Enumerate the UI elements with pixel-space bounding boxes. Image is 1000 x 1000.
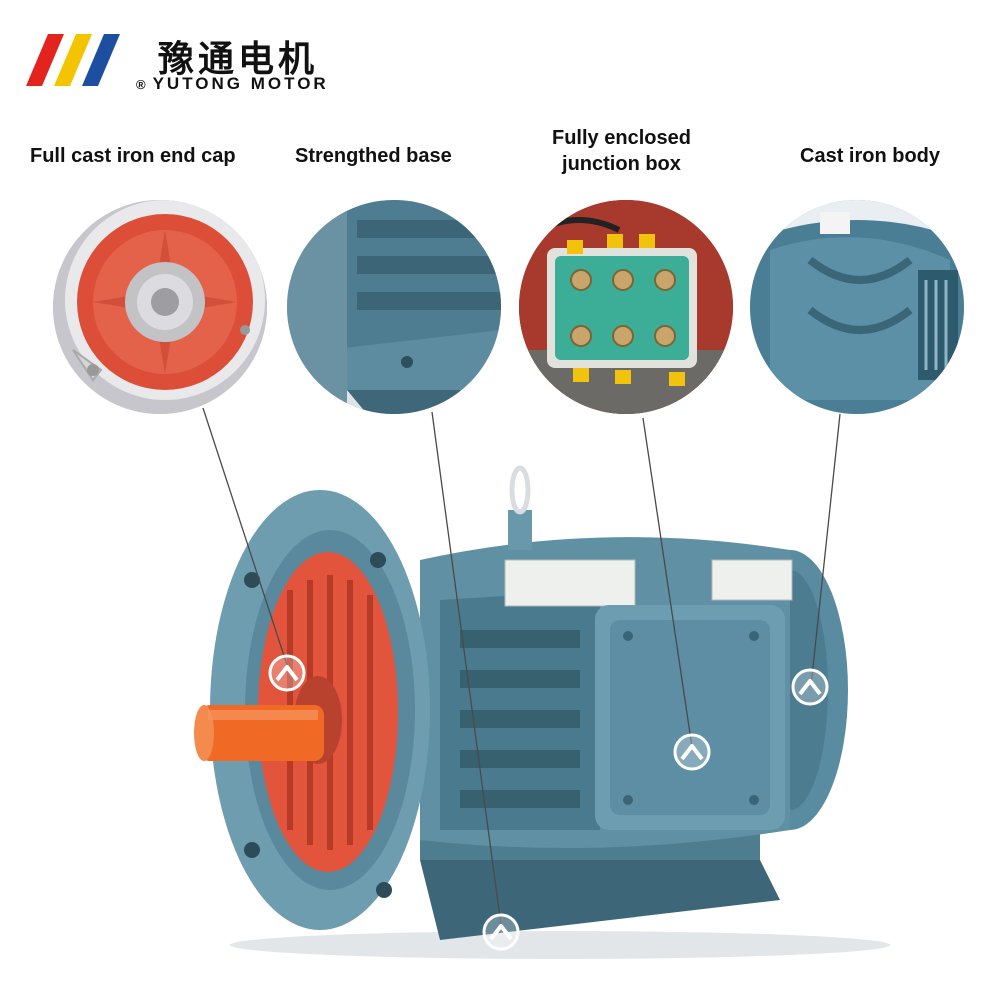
chevron-up-icon[interactable] [481,912,521,952]
chevron-up-icon[interactable] [790,667,830,707]
chevron-up-icon[interactable] [267,653,307,693]
detail-circle-base [287,200,501,414]
registered-mark: ® [136,77,149,92]
junction-box-icon [519,200,733,414]
chevron-up-icon[interactable] [672,732,712,772]
feature-label-junction-box: Fully enclosed junction box [552,125,691,177]
base-icon [287,200,501,414]
end-cap-icon [53,200,267,414]
feature-label-junction-line2: junction box [562,153,681,175]
feature-label-base: Strengthed base [295,145,452,167]
brand-logo: 豫通电机 ®YUTONG MOTOR [24,28,344,98]
feature-label-end-cap: Full cast iron end cap [30,145,236,167]
brand-name-en-text: YUTONG MOTOR [152,74,329,93]
logo-stripes-icon [26,34,120,86]
detail-circle-junction-box [519,200,733,414]
feature-label-junction-line1: Fully enclosed [552,127,691,149]
brand-name-cn: 豫通电机 [158,39,319,80]
feature-label-body: Cast iron body [800,145,941,167]
detail-circle-body [750,200,964,414]
brand-name-en: ®YUTONG MOTOR [136,74,329,94]
detail-circle-end-cap [53,200,267,414]
body-icon [750,200,964,414]
